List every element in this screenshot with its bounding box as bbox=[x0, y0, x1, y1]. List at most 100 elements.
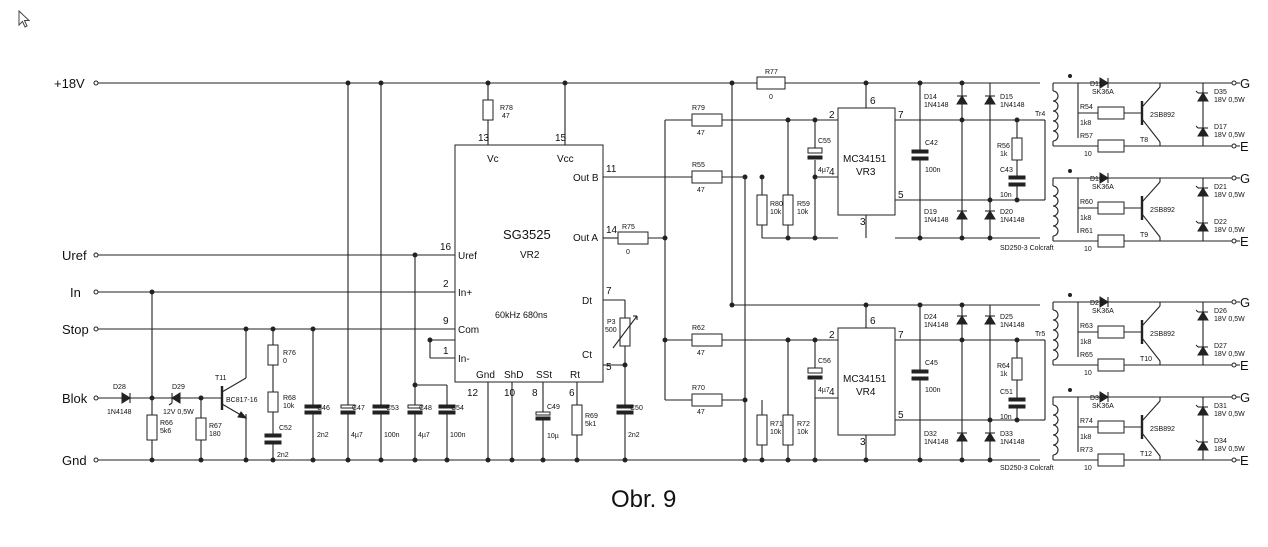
label: D35 bbox=[1214, 89, 1227, 96]
label: R63 bbox=[1080, 323, 1093, 330]
winding bbox=[1052, 205, 1059, 217]
svg-text:2: 2 bbox=[829, 330, 835, 341]
winding bbox=[1052, 349, 1059, 361]
terminal bbox=[1231, 80, 1237, 86]
svg-text:R75: R75 bbox=[622, 224, 635, 231]
svg-text:47: 47 bbox=[697, 187, 705, 194]
label: 1N4148 bbox=[1000, 102, 1025, 109]
label: D20 bbox=[1000, 209, 1013, 216]
label: SK36A bbox=[1092, 308, 1114, 315]
label: D27 bbox=[1214, 343, 1227, 350]
zener-diode bbox=[1197, 406, 1209, 416]
label: 1k8 bbox=[1080, 120, 1091, 127]
svg-text:15: 15 bbox=[555, 133, 567, 144]
svg-text:1k: 1k bbox=[1000, 151, 1008, 158]
svg-text:13: 13 bbox=[478, 133, 490, 144]
winding bbox=[1052, 215, 1059, 227]
svg-text:R56: R56 bbox=[997, 143, 1010, 150]
label: R60 bbox=[1080, 199, 1093, 206]
label: G bbox=[1240, 171, 1250, 186]
label: 18V 0,5W bbox=[1214, 227, 1245, 234]
svg-text:R72: R72 bbox=[797, 421, 810, 428]
svg-text:100n: 100n bbox=[450, 432, 466, 439]
svg-text:C47: C47 bbox=[352, 405, 365, 412]
terminal-gnd: Gnd bbox=[62, 453, 87, 468]
winding bbox=[1052, 319, 1059, 331]
dot bbox=[1068, 169, 1072, 173]
svg-text:1k: 1k bbox=[1000, 371, 1008, 378]
svg-text:100n: 100n bbox=[925, 387, 941, 394]
winding bbox=[1052, 424, 1059, 436]
sg3525-ic: SG3525 VR2 60kHz 680ns Vc Vcc Out B Out … bbox=[440, 133, 618, 399]
label: SD250-3 Colcraft bbox=[1000, 465, 1054, 472]
winding bbox=[1052, 100, 1059, 112]
terminal bbox=[1231, 299, 1237, 305]
label: T8 bbox=[1140, 137, 1148, 144]
label: 1N4148 bbox=[924, 322, 949, 329]
resistor-r65 bbox=[1097, 358, 1125, 372]
svg-text:D28: D28 bbox=[113, 384, 126, 391]
terminal-18v: +18V bbox=[54, 76, 85, 91]
label: D11 bbox=[1090, 81, 1102, 88]
svg-text:C45: C45 bbox=[925, 360, 938, 367]
winding bbox=[1052, 404, 1059, 416]
label: T10 bbox=[1140, 356, 1152, 363]
label: D23 bbox=[1090, 300, 1103, 307]
terminal-in: In bbox=[70, 285, 81, 300]
svg-text:0: 0 bbox=[283, 358, 287, 365]
diode-d25 bbox=[984, 315, 996, 325]
terminal bbox=[1231, 175, 1237, 181]
junctions bbox=[149, 80, 1020, 463]
winding bbox=[1052, 444, 1059, 456]
input-terminals: +18V Uref In Stop Blok Gnd bbox=[54, 76, 99, 468]
terminal bbox=[1231, 457, 1237, 463]
label: 2SB892 bbox=[1150, 112, 1175, 119]
terminal bbox=[1231, 394, 1237, 400]
label: 1N4148 bbox=[1000, 322, 1025, 329]
winding bbox=[1052, 110, 1059, 122]
svg-text:4: 4 bbox=[829, 387, 835, 398]
label: D21 bbox=[1214, 184, 1227, 191]
svg-text:4µ7: 4µ7 bbox=[818, 387, 830, 394]
label: E bbox=[1240, 234, 1249, 249]
label: E bbox=[1240, 453, 1249, 468]
driver-ic-vr4: MC34151 VR4 2 6 7 4 5 3 bbox=[829, 316, 904, 448]
svg-text:47: 47 bbox=[697, 350, 705, 357]
svg-text:R68: R68 bbox=[283, 395, 296, 402]
svg-text:2: 2 bbox=[829, 110, 835, 121]
label: 18V 0,5W bbox=[1214, 97, 1245, 104]
terminal bbox=[1231, 362, 1237, 368]
label: 2SB892 bbox=[1150, 426, 1175, 433]
svg-text:5: 5 bbox=[898, 410, 904, 421]
ic-name: SG3525 bbox=[503, 227, 551, 242]
svg-text:Dt: Dt bbox=[582, 296, 592, 307]
svg-text:10k: 10k bbox=[770, 209, 782, 216]
svg-text:6: 6 bbox=[870, 316, 876, 327]
label: D30 bbox=[1090, 395, 1103, 402]
svg-text:0: 0 bbox=[769, 94, 773, 101]
label: D32 bbox=[924, 431, 937, 438]
zener-diode bbox=[1197, 222, 1209, 232]
resistor-r54 bbox=[1097, 106, 1125, 120]
label: D17 bbox=[1214, 124, 1227, 131]
svg-text:7: 7 bbox=[898, 110, 904, 121]
svg-text:C43: C43 bbox=[1000, 167, 1013, 174]
schottky-diode bbox=[1099, 77, 1109, 89]
label: T9 bbox=[1140, 232, 1148, 239]
svg-text:R64: R64 bbox=[997, 363, 1010, 370]
svg-text:Uref: Uref bbox=[458, 251, 477, 262]
label: D22 bbox=[1214, 219, 1227, 226]
label: 1k8 bbox=[1080, 215, 1091, 222]
svg-text:5k1: 5k1 bbox=[585, 421, 596, 428]
svg-text:VR4: VR4 bbox=[856, 387, 876, 398]
svg-text:14: 14 bbox=[606, 225, 618, 236]
svg-text:MC34151: MC34151 bbox=[843, 374, 887, 385]
svg-text:ShD: ShD bbox=[504, 370, 523, 381]
svg-text:Out B: Out B bbox=[573, 173, 599, 184]
label: SK36A bbox=[1092, 403, 1114, 410]
svg-text:P3: P3 bbox=[607, 319, 616, 326]
winding bbox=[1052, 90, 1059, 102]
